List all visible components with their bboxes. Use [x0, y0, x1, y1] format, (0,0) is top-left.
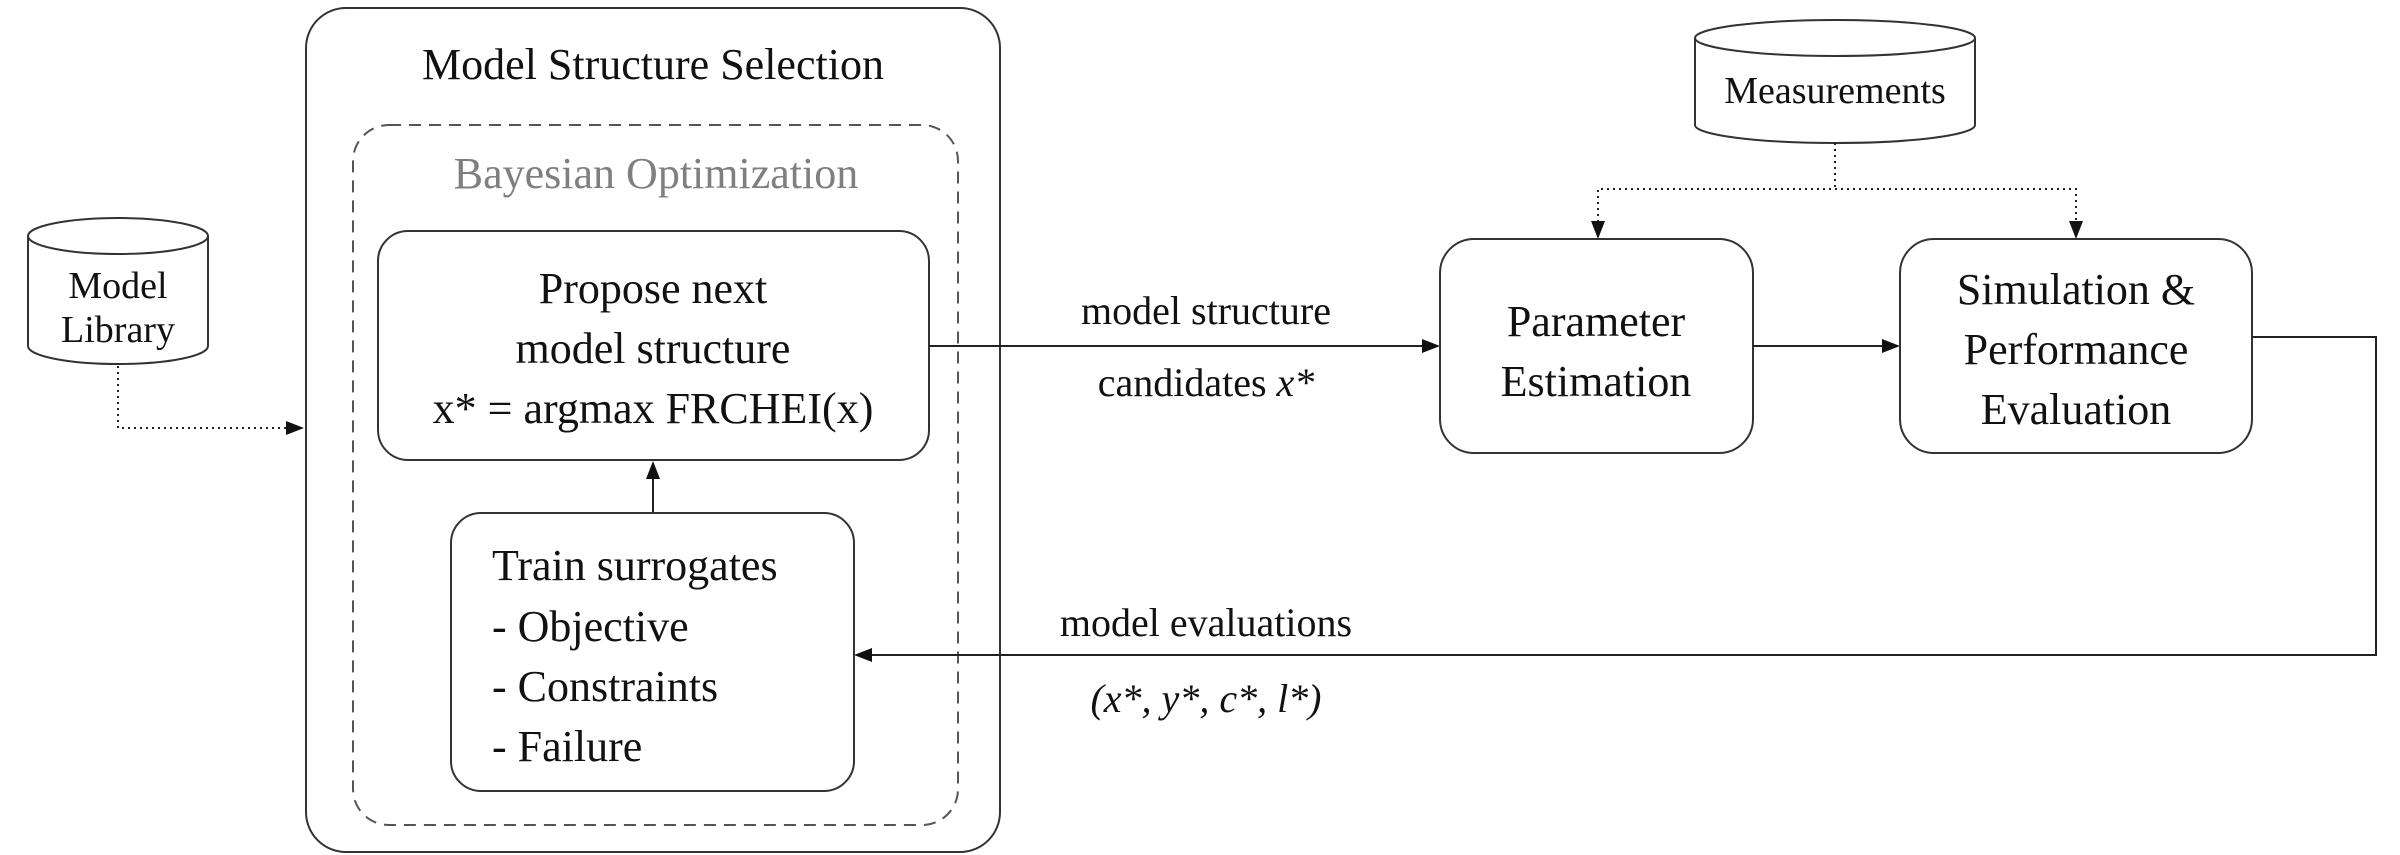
parameter-estimation-box: Parameter Estimation	[1439, 238, 1754, 454]
train-surrogates-box: Train surrogates - Objective - Constrain…	[450, 512, 855, 792]
train-line4-failure: - Failure	[492, 722, 642, 771]
train-line2-objective: - Objective	[492, 602, 689, 651]
model-library-label-line2: Library	[61, 309, 175, 351]
parameter-estimation-line1: Parameter	[1507, 297, 1686, 346]
evaluations-label-line1: model evaluations	[1060, 600, 1352, 645]
propose-next-box: Propose next model structure x* = argmax…	[377, 230, 930, 461]
parameter-estimation-line2: Estimation	[1501, 357, 1692, 406]
candidates-label-line2: candidates x*	[1098, 360, 1315, 405]
candidates-label-math: x*	[1276, 360, 1315, 405]
model-library-cylinder: Model Library	[27, 217, 209, 365]
bayesian-optimization-title: Bayesian Optimization	[454, 149, 858, 198]
propose-line1: Propose next	[539, 264, 768, 313]
measurements-cylinder-top	[1694, 19, 1976, 57]
train-line1: Train surrogates	[492, 541, 778, 590]
model-structure-selection-title: Model Structure Selection	[422, 40, 884, 89]
train-line3-constraints: - Constraints	[492, 662, 718, 711]
measurements-distribution-arrows	[1591, 143, 2083, 239]
simulation-line3: Evaluation	[1981, 385, 2172, 434]
candidates-label-text: candidates	[1098, 360, 1277, 405]
evaluations-feedback-arrow	[854, 336, 2377, 662]
estimation-to-simulation-arrow	[1753, 339, 1900, 353]
propose-line2: model structure	[516, 324, 791, 373]
candidates-arrow	[929, 339, 1440, 353]
evaluations-label-line2: (x*, y*, c*, l*)	[1090, 676, 1321, 721]
model-library-label-line1: Model	[68, 265, 167, 307]
propose-line3-acquisition: x* = argmax FRCHEI(x)	[433, 384, 874, 433]
train-to-propose-arrow	[646, 461, 660, 513]
simulation-line1: Simulation &	[1957, 265, 2195, 314]
candidates-label-line1: model structure	[1081, 288, 1331, 333]
library-to-selection-arrow	[117, 366, 304, 435]
bayesian-optimization-frame	[352, 124, 959, 826]
simulation-evaluation-box: Simulation & Performance Evaluation	[1899, 238, 2253, 454]
measurements-label: Measurements	[1724, 70, 1946, 112]
simulation-line2: Performance	[1964, 325, 2189, 374]
measurements-cylinder: Measurements	[1694, 19, 1976, 144]
model-library-cylinder-top	[27, 217, 209, 255]
